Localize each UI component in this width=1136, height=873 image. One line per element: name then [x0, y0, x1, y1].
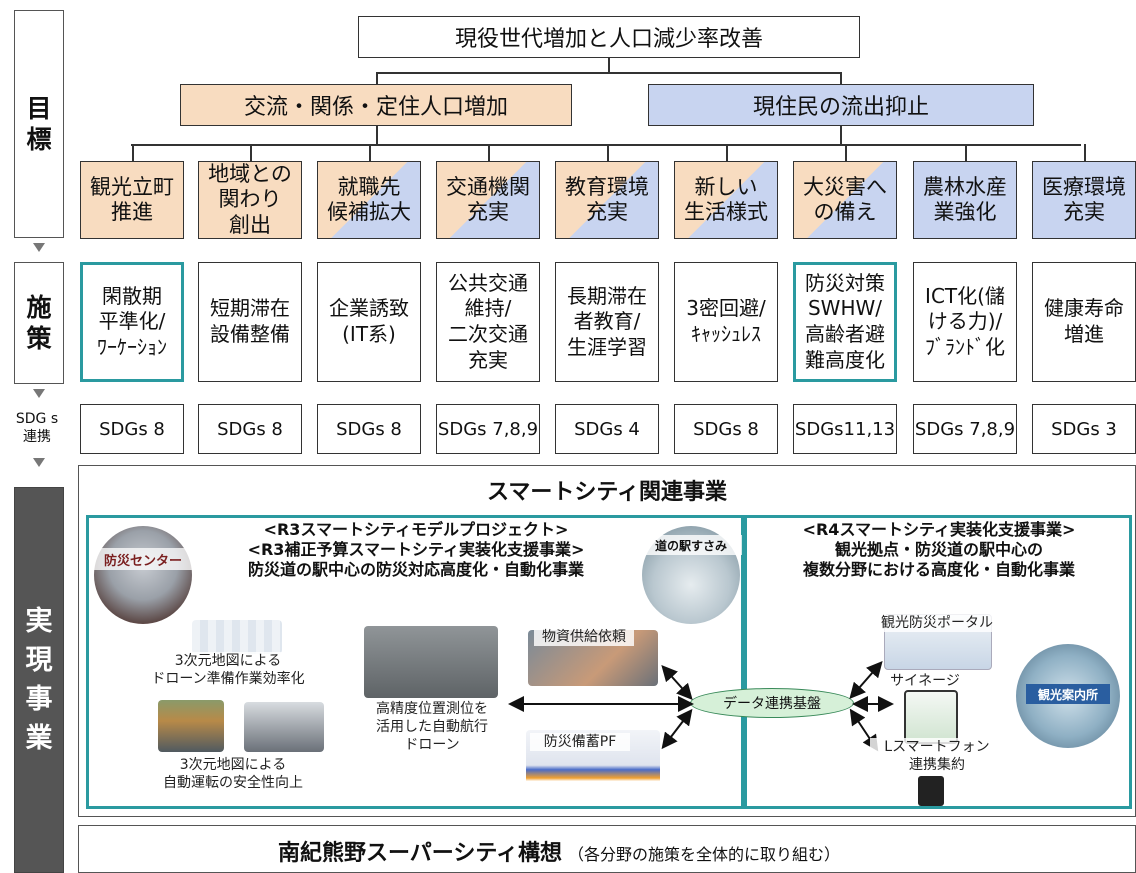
tree-line — [840, 72, 842, 84]
signage-display — [904, 690, 958, 744]
super-city-text: 南紀熊野スーパーシティ構想 （各分野の施策を全体的に取り組む） — [278, 835, 841, 866]
super-city-bar — [78, 825, 1136, 873]
top-goal-box: 現役世代増加と人口減少率改善 — [358, 16, 860, 58]
measure-box: 健康寿命 増進 — [1032, 262, 1136, 382]
goals-side-label: 目 標 — [14, 10, 64, 238]
sub-goal-retention: 現住民の流出抑止 — [648, 84, 1034, 126]
tree-line — [965, 144, 967, 161]
smart-city-title: スマートシティ関連事業 — [486, 480, 728, 505]
tree-line — [369, 144, 371, 161]
tree-line — [607, 144, 609, 161]
tree-line — [376, 72, 840, 74]
map-drone-illustration — [192, 620, 282, 654]
sdg-box: SDGs 8 — [198, 404, 302, 454]
data-platform: データ連携基盤 — [690, 688, 854, 718]
measure-box: 3密回避/ ｷｬｯｼｭﾚｽ — [674, 262, 778, 382]
goal-box: 大災害へ の備え — [793, 161, 897, 239]
r3-project-panel — [86, 515, 744, 809]
goal-box: 交通機関 充実 — [436, 161, 540, 239]
tree-line — [840, 126, 842, 144]
goal-box: 新しい 生活様式 — [674, 161, 778, 239]
smartphone-label: Lスマートフォン 連携集約 — [870, 738, 1004, 774]
tree-line — [1084, 144, 1086, 161]
disaster-center-photo — [94, 526, 192, 624]
r4-project-panel — [744, 515, 1132, 809]
measure-box: 企業誘致 (IT系) — [317, 262, 421, 382]
drone-flight-label: 高精度位置測位を 活用した自動航行 ドローン — [358, 700, 506, 770]
goal-box: 就職先 候補拡大 — [317, 161, 421, 239]
tree-line — [250, 144, 252, 161]
supply-label: 物資供給依頼 — [534, 628, 634, 646]
tree-line — [608, 58, 610, 72]
r4-project-title: <R4スマートシティ実装化支援事業> 観光拠点・防災道の駅中心の 複数分野におけ… — [802, 520, 1076, 579]
sdg-box: SDGs 4 — [555, 404, 659, 454]
drone-prep-label: 3次元地図による ドローン準備作業効率化 — [118, 652, 338, 694]
side-arrow-3 — [33, 458, 45, 467]
measure-box: 短期滞在 設備整備 — [198, 262, 302, 382]
sdg-box: SDGs11,13 — [793, 404, 897, 454]
measure-box: 公共交通 維持/ 二次交通 充実 — [436, 262, 540, 382]
tree-line — [726, 144, 728, 161]
disaster-center-caption: 防災センター — [92, 548, 194, 570]
measure-box: 長期滞在 者教育/ 生涯学習 — [555, 262, 659, 382]
sdg-box: SDGs 3 — [1032, 404, 1136, 454]
super-city-title: 南紀熊野スーパーシティ構想 — [278, 841, 563, 866]
side-arrow-1 — [33, 243, 45, 252]
tree-line — [488, 144, 490, 161]
michinoeki-caption: 道の駅すさみ — [640, 535, 742, 555]
disaster-pf-label: 防災備蓄PF — [530, 733, 630, 751]
autonomous-vehicle-photo — [244, 702, 324, 752]
goal-box: 教育環境 充実 — [555, 161, 659, 239]
measure-box: 閑散期 平準化/ ﾜｰｹｰｼｮﾝ — [80, 262, 184, 382]
goal-box: 地域との 関わり 創出 — [198, 161, 302, 239]
measure-box: 防災対策 SWHW/ 高齢者避 難高度化 — [793, 262, 897, 382]
portal-label: 観光防災ポータル — [872, 614, 1002, 632]
sdg-box: SDGs 8 — [317, 404, 421, 454]
tree-line — [131, 144, 1081, 146]
smartphone-device — [918, 776, 944, 806]
tree-line — [132, 144, 134, 161]
signage-label: サイネージ — [880, 672, 970, 690]
sub-goal-exchange: 交流・関係・定住人口増加 — [180, 84, 572, 126]
sdg-box: SDGs 8 — [674, 404, 778, 454]
super-city-subtitle: （各分野の施策を全体的に取り組む） — [568, 845, 841, 864]
tree-line — [376, 126, 378, 144]
auto-drive-label: 3次元地図による 自動運転の安全性向上 — [128, 756, 338, 800]
goal-box: 医療環境 充実 — [1032, 161, 1136, 239]
bus-photo — [158, 700, 224, 752]
tree-line — [845, 144, 847, 161]
side-arrow-2 — [33, 389, 45, 398]
sdg-box: SDGs 8 — [80, 404, 184, 454]
sdgs-side-label: SDG s 連携 — [15, 410, 59, 445]
r3-project-title: <R3スマートシティモデルプロジェクト> <R3補正予算スマートシティ実装化支援… — [247, 520, 585, 579]
measures-side-label: 施 策 — [14, 262, 64, 384]
goal-box: 農林水産 業強化 — [913, 161, 1017, 239]
sdg-box: SDGs 7,8,9 — [913, 404, 1017, 454]
tourist-info-caption: 観光案内所 — [1026, 684, 1110, 704]
sdg-box: SDGs 7,8,9 — [436, 404, 540, 454]
tree-line — [376, 72, 378, 84]
goal-box: 観光立町 推進 — [80, 161, 184, 239]
drone-photo — [364, 626, 498, 698]
implementation-side-label: 実 現 事 業 — [14, 487, 64, 873]
measure-box: ICT化(儲 ける力)/ ﾌﾞﾗﾝﾄﾞ化 — [913, 262, 1017, 382]
